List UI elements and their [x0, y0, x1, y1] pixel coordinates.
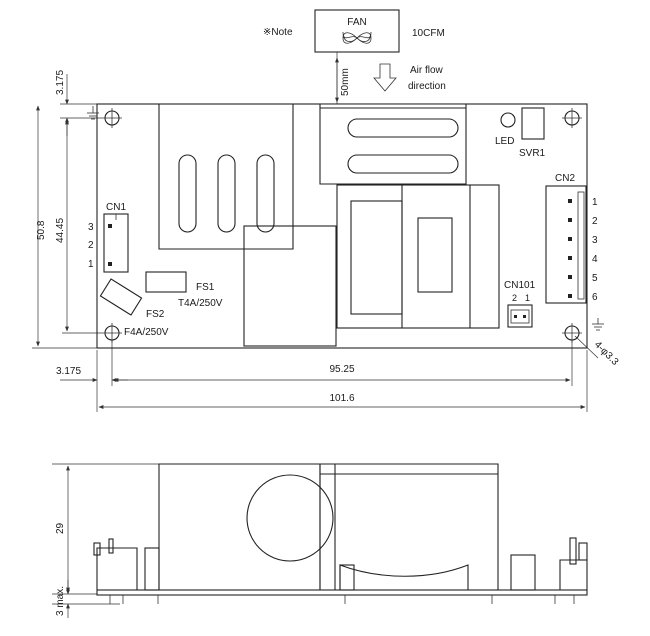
- cn101-pin: 2: [512, 293, 517, 303]
- cn2-pin: 1: [592, 197, 598, 208]
- fan-distance: 50mm: [340, 68, 351, 96]
- side-cn1: [93, 538, 138, 590]
- ground-icon: [592, 318, 604, 331]
- mounting-hole-top-left: [102, 108, 122, 128]
- top-view-board: CN1 3 2 1 FS1 T4A/250V FS2 F4A/250V LED: [87, 103, 604, 349]
- cn1-pin: 2: [88, 240, 94, 251]
- cn2-label: CN2: [555, 173, 575, 184]
- cn1-pin: 3: [88, 222, 94, 233]
- mounting-hole-top-right: [562, 108, 582, 128]
- cn2-pin: 3: [592, 235, 598, 246]
- side-pins: [109, 595, 575, 604]
- component-block: [243, 225, 337, 347]
- mounting-hole-bottom-left: [102, 323, 122, 343]
- dim-height-inner: 44.45: [55, 218, 66, 243]
- airflow-line2: direction: [408, 81, 446, 92]
- heatsink-left: [158, 104, 294, 250]
- cn2-pin: 4: [592, 254, 598, 265]
- transformer: [336, 184, 500, 329]
- fs1-rating: T4A/250V: [178, 298, 223, 309]
- cn101-label: CN101: [504, 280, 536, 291]
- cn2-pin: 6: [592, 292, 598, 303]
- cn2-pin: 2: [592, 216, 598, 227]
- fan-box: [314, 9, 400, 53]
- fan-icon: [342, 31, 372, 44]
- dim-holes: 4-φ3.3: [592, 339, 621, 368]
- fs2-fuse: FS2 F4A/250V: [99, 278, 169, 338]
- fan-label: FAN: [347, 17, 366, 28]
- fs1-fuse: FS1 T4A/250V: [145, 271, 223, 309]
- side-cn101: [510, 554, 536, 591]
- fs1-label: FS1: [196, 282, 215, 293]
- dim-top-offset: 3.175: [55, 70, 66, 95]
- cn1-connector: CN1 3 2 1: [88, 202, 129, 273]
- side-pcb: [96, 589, 588, 596]
- dim-height-outer: 50.8: [36, 220, 47, 240]
- ground-icon: [87, 106, 99, 120]
- fan-note-label: ※Note: [263, 27, 293, 38]
- cn101-connector: CN101 2 1: [504, 280, 536, 328]
- dim-width-total: 101.6: [329, 393, 354, 404]
- dim-side-height: 29: [55, 522, 66, 534]
- svr1-label: SVR1: [519, 148, 546, 159]
- fan-flow-rate: 10CFM: [412, 28, 445, 39]
- mounting-hole-bottom-right: [562, 323, 582, 343]
- heatsink-top: [319, 103, 467, 185]
- side-view: 29 3 max.: [52, 463, 588, 618]
- led-label: LED: [495, 136, 514, 147]
- cn2-connector: CN2 1 2 3 4 5 6: [545, 173, 598, 304]
- fs2-rating: F4A/250V: [124, 327, 169, 338]
- side-heatsink-right: [319, 463, 499, 590]
- airflow-arrow-icon: [373, 63, 397, 92]
- side-capacitor: [246, 474, 334, 562]
- side-heatsink-left: [158, 463, 321, 590]
- dim-pin-length: 3 max.: [55, 586, 66, 616]
- svr1: SVR1: [519, 107, 546, 159]
- cn1-label: CN1: [106, 202, 126, 213]
- fs2-label: FS2: [146, 309, 165, 320]
- airflow-line1: Air flow: [410, 65, 444, 76]
- cn2-pin: 5: [592, 273, 598, 284]
- cn101-pin: 1: [525, 293, 530, 303]
- side-cn2: [559, 537, 588, 590]
- side-component: [144, 547, 160, 591]
- dim-left-offset: 3.175: [56, 366, 81, 377]
- cn1-pin: 1: [88, 259, 94, 270]
- side-transformer-core: [339, 564, 469, 590]
- dim-hole-spacing: 95.25: [329, 364, 354, 375]
- led: LED: [495, 112, 516, 147]
- fan-note: ※Note FAN 10CFM 50mm Air flow direction: [263, 9, 446, 106]
